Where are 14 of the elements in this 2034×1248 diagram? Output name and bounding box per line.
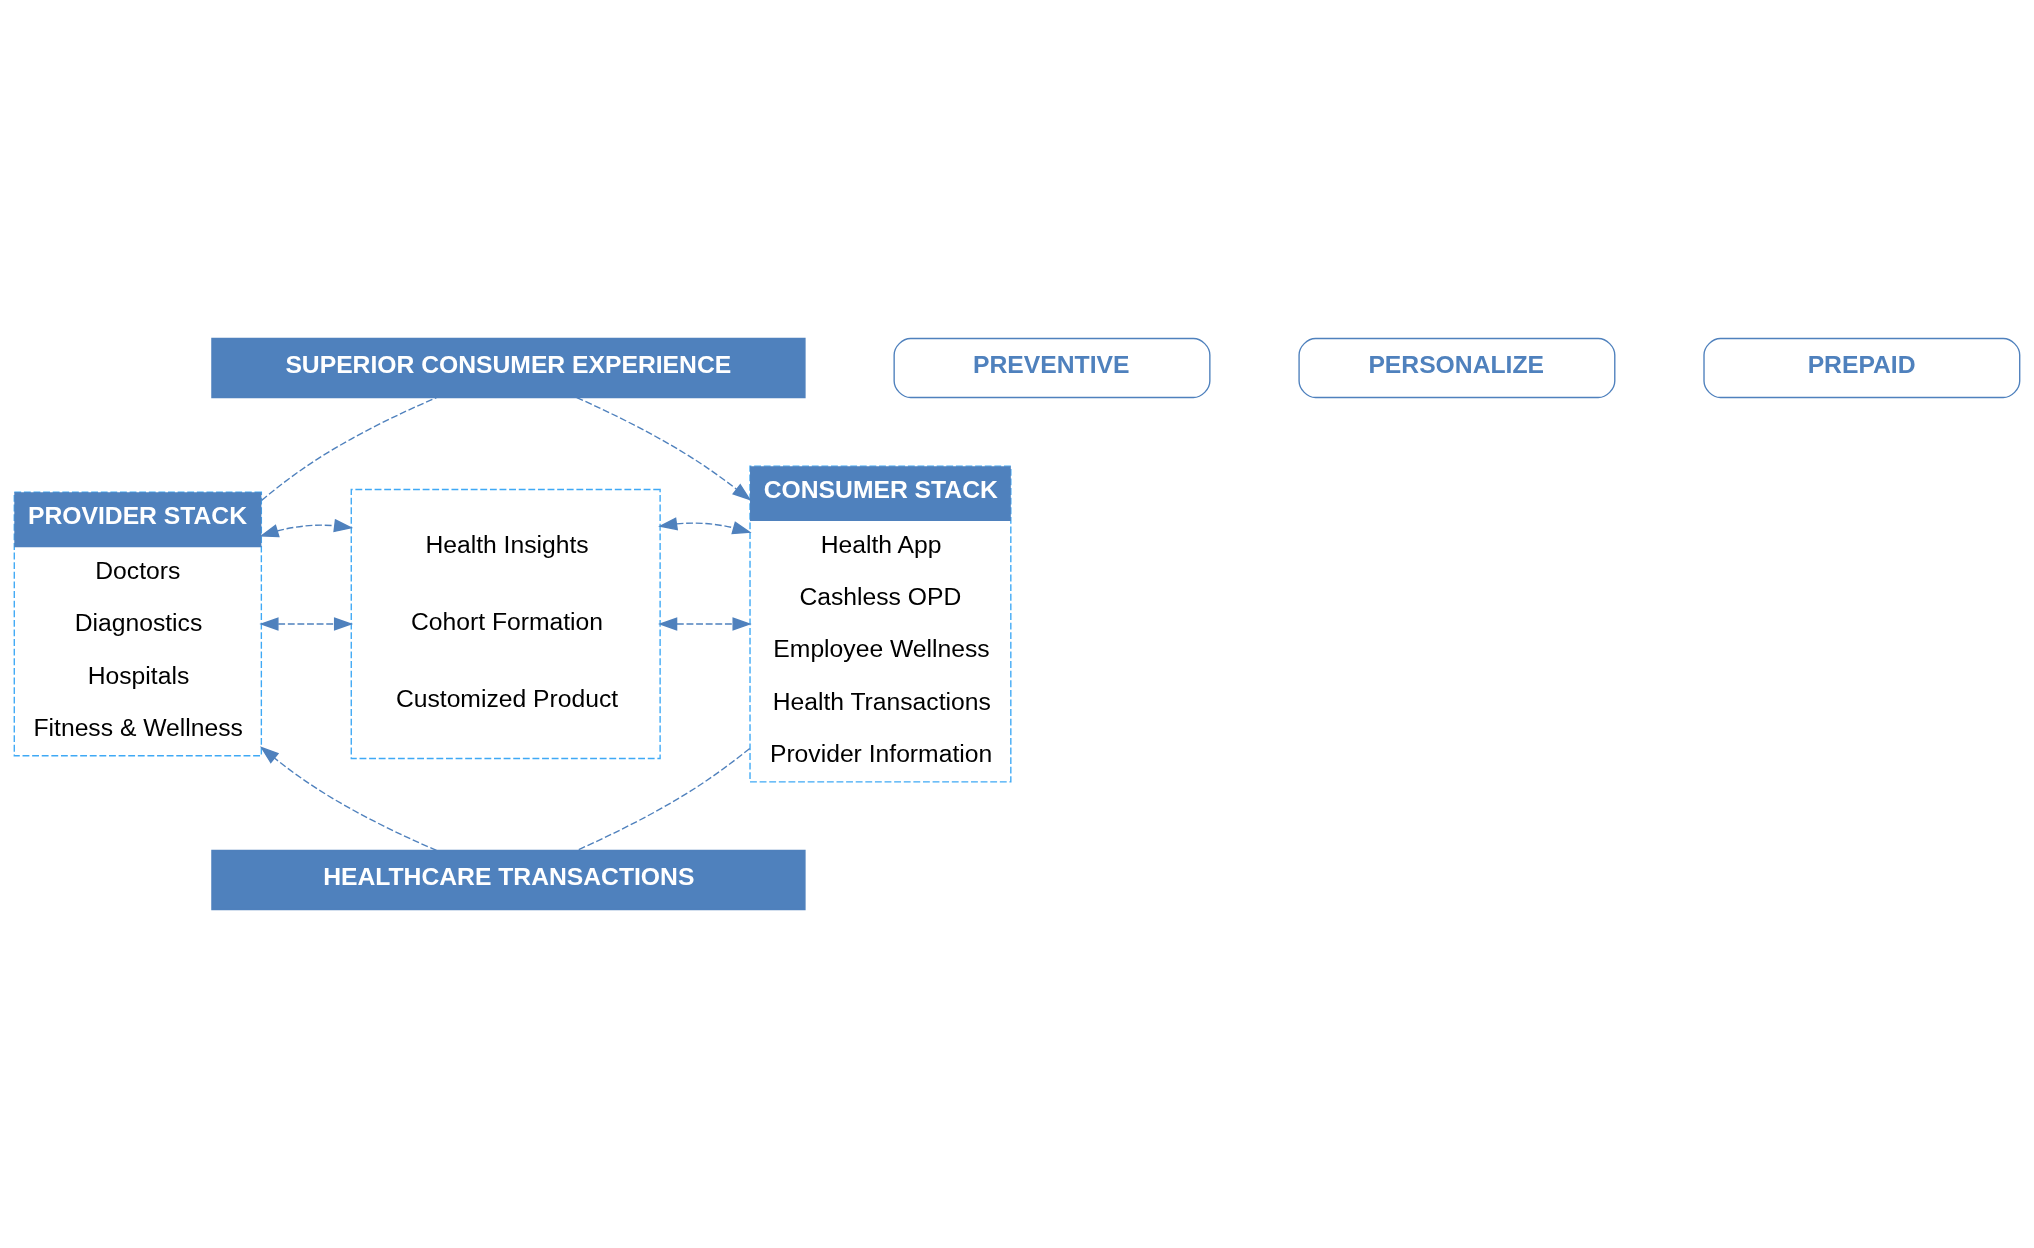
node-box: PERSONALIZE (1298, 337, 1616, 399)
arrow (576, 396, 752, 501)
connector (260, 396, 438, 502)
node-box: Health Insights Cohort Formation Customized Product (350, 488, 661, 760)
node-box: PREVENTIVE (893, 337, 1211, 399)
node-box: PREPAID (1703, 337, 2021, 399)
arrow (259, 518, 354, 538)
node-box: HEALTHCARE TRANSACTIONS (211, 849, 806, 911)
node-box: SUPERIOR CONSUMER EXPERIENCE (211, 337, 806, 399)
arrow (658, 517, 752, 535)
arrow (658, 617, 752, 631)
arrow (259, 617, 354, 631)
arrow (259, 746, 438, 852)
connector (576, 747, 751, 852)
